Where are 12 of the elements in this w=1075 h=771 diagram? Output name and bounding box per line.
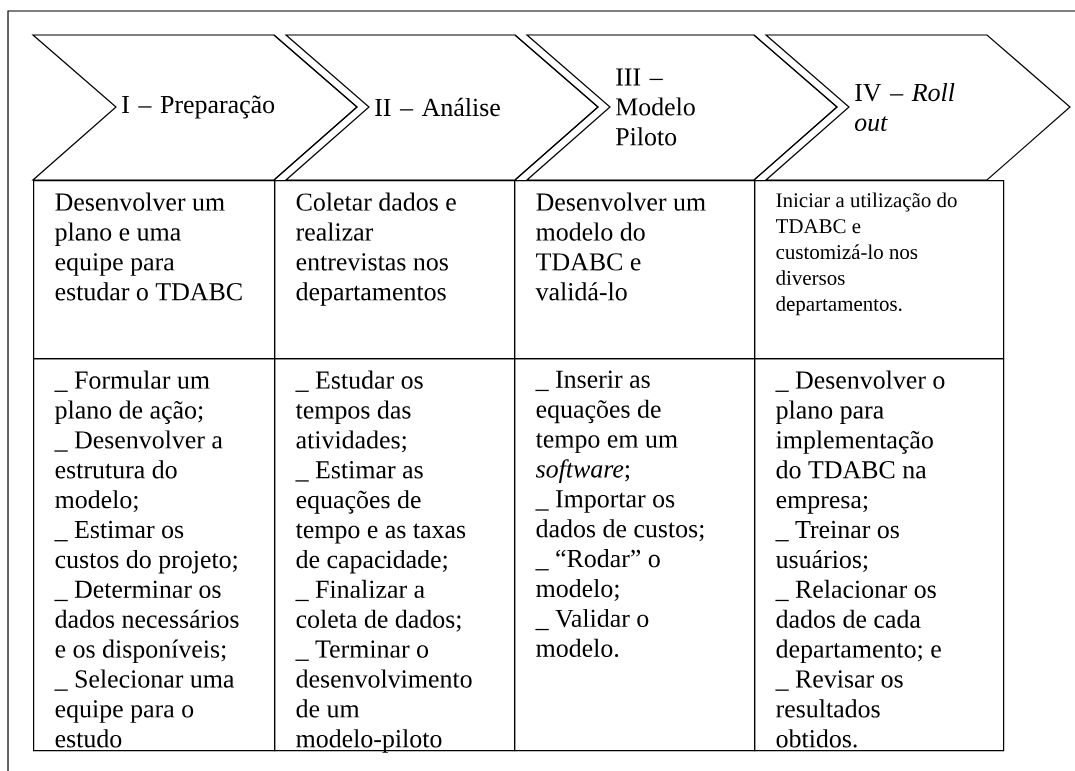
phase-banner: IV – Roll out [753,34,1071,181]
table-cell: Desenvolver um modelo do TDABC e validá-lo [514,180,756,360]
table-cell: Desenvolver um plano e uma equipe para estudar o TDABC [33,180,276,360]
table-cell: _ Estudar os tempos das atividades; _ Estimar as equações de tempo e as taxas de capacidade; _ Finalizar a coleta de dados; _ Terminar o desenvolvimento de um modelo-piloto [274,358,516,753]
table-cell: _ Formular um plano de ação; _ Desenvolver a estrutura do modelo; _ Estimar os custos do projeto; _ Determinar os dados necessários e os disponíveis; _ Selecionar uma equipe para o estudo [33,358,276,752]
table-cell: Coletar dados e realizar entrevistas nos departamentos [274,180,516,360]
table-cell: _ Inserir as equações de tempo em um software; _ Importar os dados de custos; _ “Rodar” o modelo; _ Validar o modelo. [514,358,756,752]
table-cell: Iniciar a utilização do TDABC e customizá-lo nos diversos departamentos. [754,180,1005,360]
table-cell: _ Desenvolver o plano para implementação do TDABC na empresa; _ Treinar os usuários; _ Relacionar os dados de cada departamento; e _ Revisar os resultados obtidos. [754,358,1005,752]
phase-banner: III – Modelo Piloto [514,34,838,181]
phase-banner: II – Análise [273,34,599,181]
phase-banner: I – Preparação [31,34,358,181]
